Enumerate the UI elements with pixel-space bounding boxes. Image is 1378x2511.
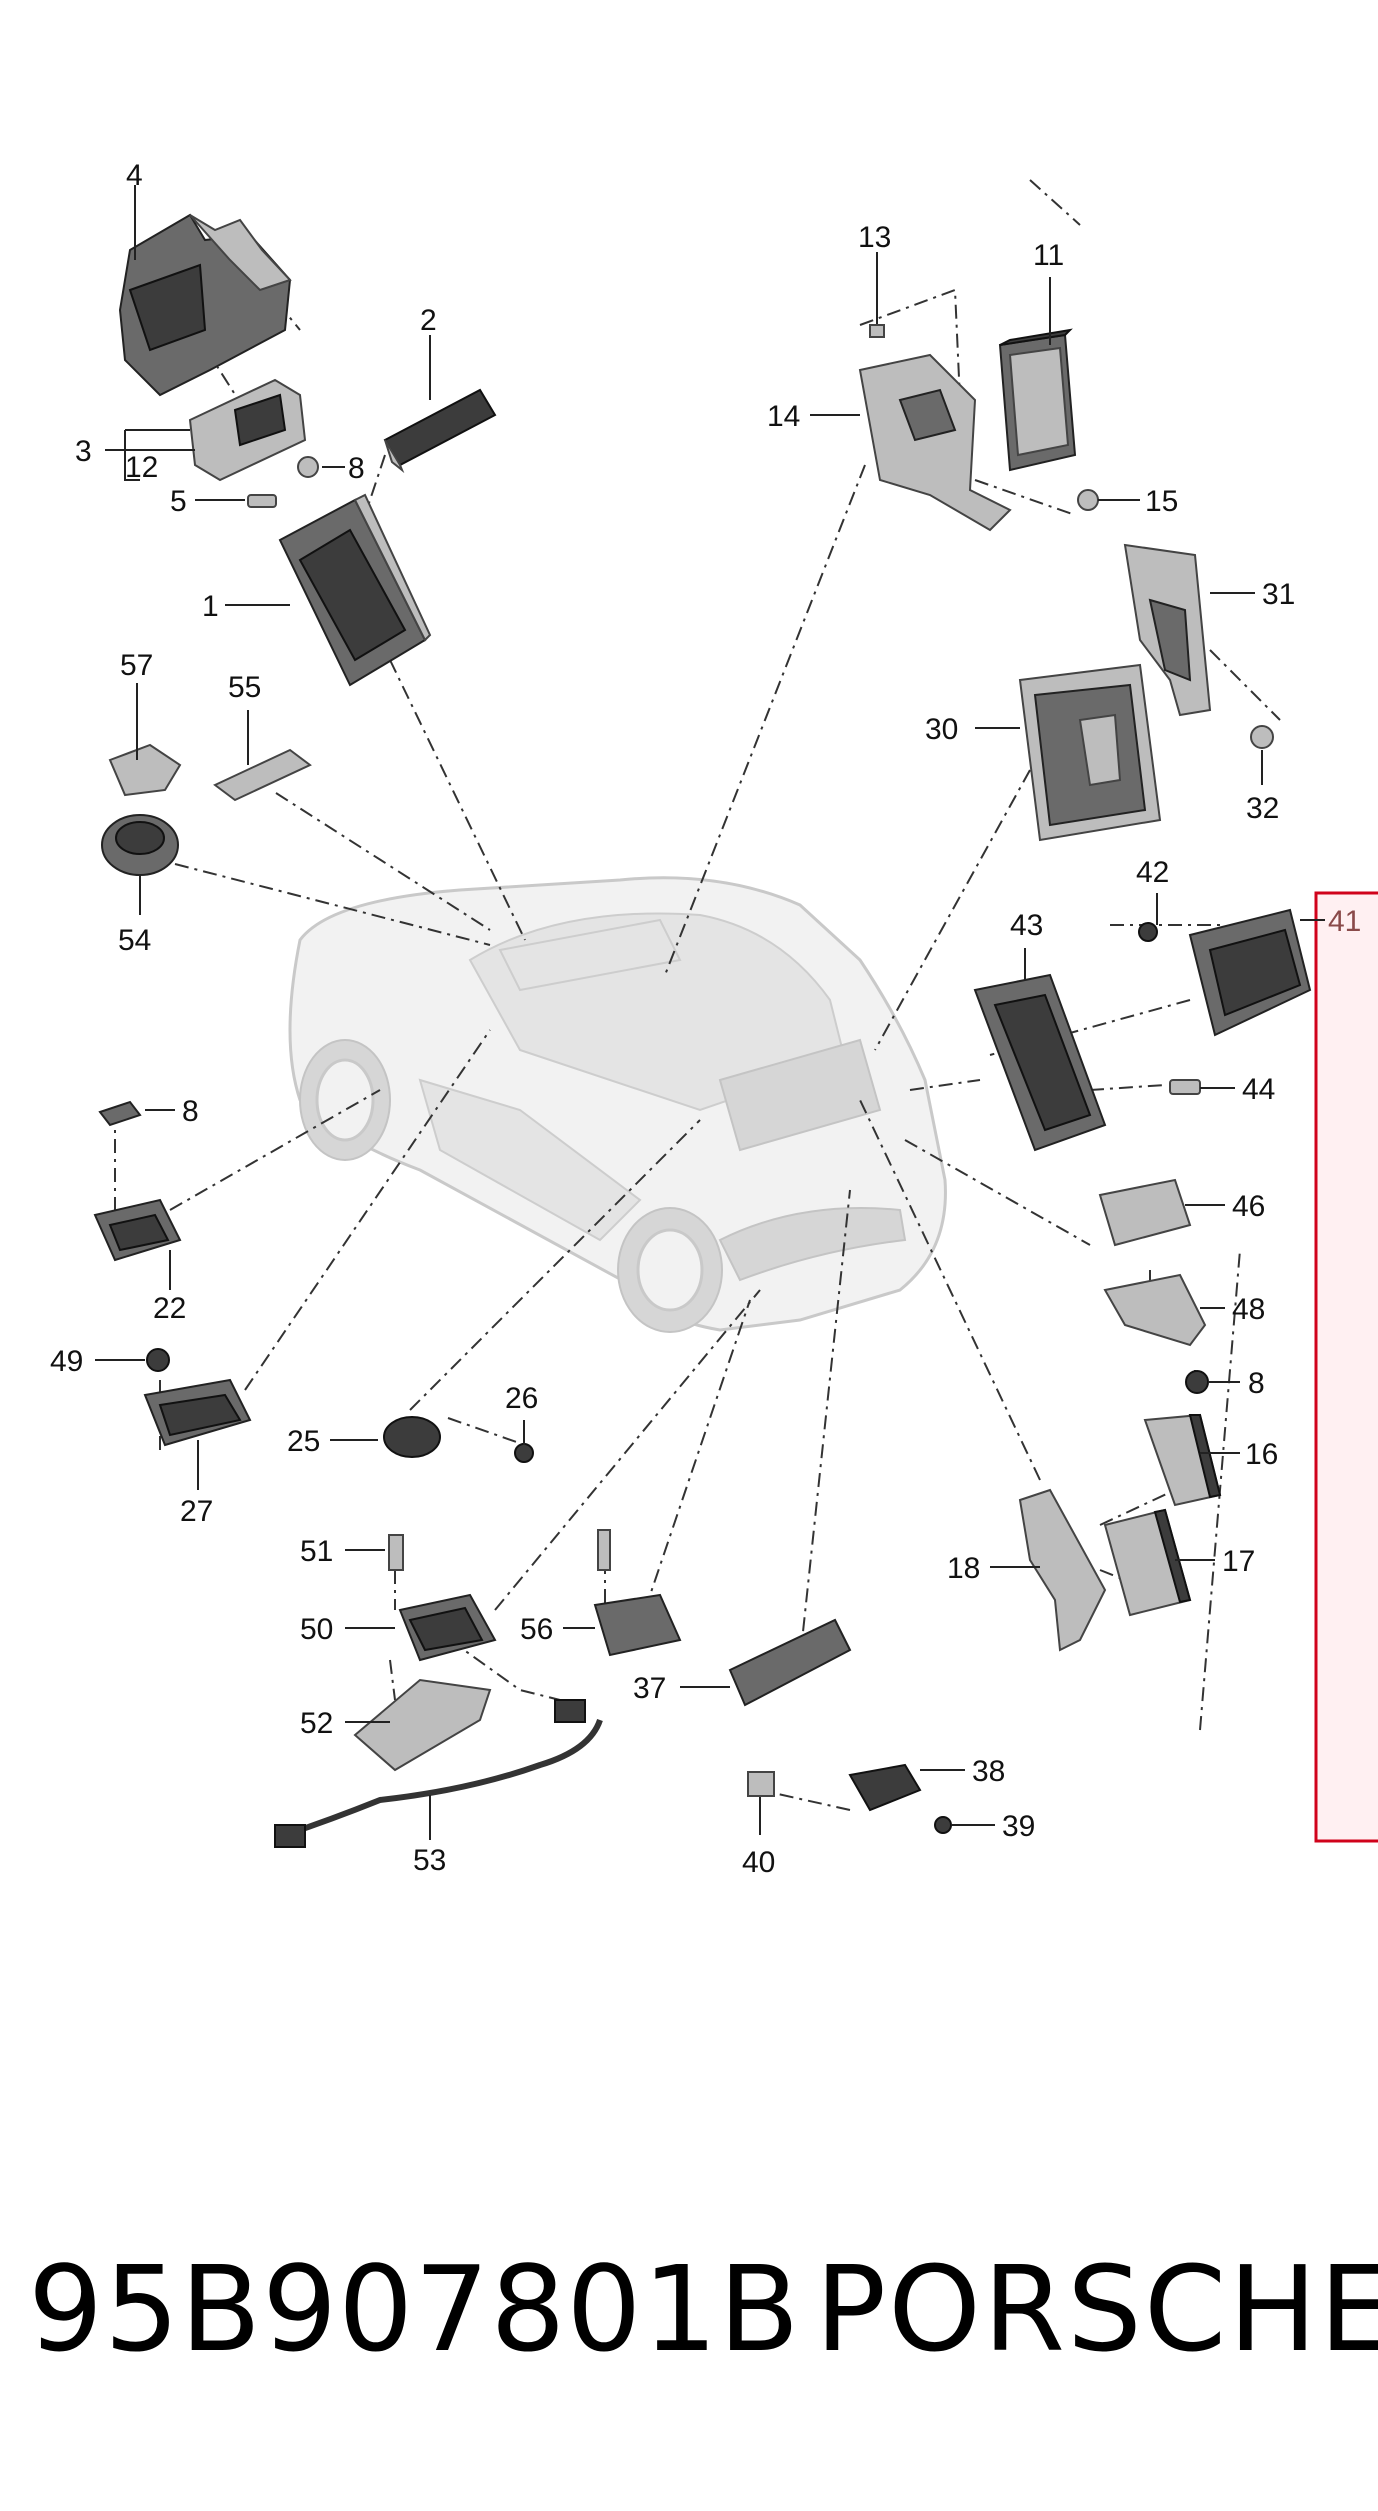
callout-42: 42 xyxy=(1136,856,1169,889)
callout-54: 54 xyxy=(118,924,151,957)
callout-55: 55 xyxy=(228,671,261,704)
part-5-screw xyxy=(247,494,277,508)
callout-labels: 4 2 3 12 8 5 1 13 11 14 15 31 30 32 57 5… xyxy=(50,159,1361,1879)
callout-31: 31 xyxy=(1262,578,1295,611)
part-38-sensor xyxy=(848,1763,922,1812)
part-39-screw xyxy=(934,1816,952,1834)
callout-39: 39 xyxy=(1002,1810,1035,1843)
part-25-sensor xyxy=(383,1416,441,1458)
callout-17: 17 xyxy=(1222,1545,1255,1578)
callout-16: 16 xyxy=(1245,1438,1278,1471)
part-49-screw xyxy=(146,1348,170,1372)
callout-3: 3 xyxy=(75,435,92,468)
callout-37: 37 xyxy=(633,1672,666,1705)
callout-32: 32 xyxy=(1246,792,1279,825)
part-55-sensor xyxy=(213,748,312,802)
part-41-unit xyxy=(1188,908,1312,1037)
part-31-bracket xyxy=(1123,543,1212,717)
part-40-clip xyxy=(747,1771,775,1797)
part-15-nut xyxy=(1077,489,1099,511)
callout-26: 26 xyxy=(505,1382,538,1415)
callout-25: 25 xyxy=(287,1425,320,1458)
callout-8-left: 8 xyxy=(182,1095,199,1128)
part-18-bracket xyxy=(1018,1488,1107,1652)
callout-12: 12 xyxy=(125,451,158,484)
highlight-box-part-41 xyxy=(1314,891,1378,1843)
callout-8-right: 8 xyxy=(1248,1367,1265,1400)
part-52-bracket xyxy=(353,1678,492,1772)
callout-1: 1 xyxy=(202,590,219,623)
callout-43: 43 xyxy=(1010,909,1043,942)
callout-50: 50 xyxy=(300,1613,333,1646)
part-8-nut-top xyxy=(297,456,319,478)
callout-8-top: 8 xyxy=(348,452,365,485)
part-32-nut xyxy=(1250,725,1274,749)
callout-41: 41 xyxy=(1328,905,1361,938)
part-56-module xyxy=(593,1529,682,1657)
part-26-nut xyxy=(514,1443,534,1463)
part-37-strip xyxy=(728,1618,852,1707)
callout-2: 2 xyxy=(420,304,437,337)
callout-5: 5 xyxy=(170,485,187,518)
footer: 95B907801B PORSCHE xyxy=(0,2240,1378,2380)
callout-44: 44 xyxy=(1242,1073,1275,1106)
callout-57: 57 xyxy=(120,649,153,682)
part-53-cable xyxy=(274,1699,603,1848)
callout-46: 46 xyxy=(1232,1190,1265,1223)
part-54-horn xyxy=(101,814,179,876)
car-illustration xyxy=(288,876,947,1333)
part-number: 95B907801B xyxy=(28,2240,801,2378)
callout-48: 48 xyxy=(1232,1293,1265,1326)
part-16-block xyxy=(1143,1413,1222,1507)
part-2-strip xyxy=(383,388,497,474)
part-11-module xyxy=(998,328,1077,472)
part-14-bracket xyxy=(858,353,1012,532)
callout-27: 27 xyxy=(180,1495,213,1528)
callout-4: 4 xyxy=(126,159,143,192)
part-3-bracket xyxy=(188,378,307,482)
part-42-screw xyxy=(1138,922,1158,942)
part-51-bolt xyxy=(388,1534,404,1571)
callout-56: 56 xyxy=(520,1613,553,1646)
callout-38: 38 xyxy=(972,1755,1005,1788)
part-46-module xyxy=(1098,1178,1192,1247)
callout-22: 22 xyxy=(153,1292,186,1325)
callout-49: 49 xyxy=(50,1345,83,1378)
part-1-control-unit xyxy=(278,493,432,687)
callout-53: 53 xyxy=(413,1844,446,1877)
callout-30: 30 xyxy=(925,713,958,746)
callout-51: 51 xyxy=(300,1535,333,1568)
part-30-ecu xyxy=(1018,663,1162,842)
part-27-module xyxy=(143,1378,252,1447)
part-8-nut-right xyxy=(1185,1370,1209,1394)
part-43-module xyxy=(973,973,1107,1152)
callout-14: 14 xyxy=(767,400,800,433)
part-13-bolt xyxy=(869,280,885,338)
part-48-bracket xyxy=(1103,1273,1207,1347)
callout-52: 52 xyxy=(300,1707,333,1740)
callout-13: 13 xyxy=(858,221,891,254)
part-8-nut-left xyxy=(98,1100,142,1127)
callout-15: 15 xyxy=(1145,485,1178,518)
part-50-module xyxy=(398,1593,497,1662)
callout-40: 40 xyxy=(742,1846,775,1879)
callout-11: 11 xyxy=(1033,239,1064,272)
brand-name: PORSCHE xyxy=(815,2240,1378,2378)
callout-18: 18 xyxy=(947,1552,980,1585)
part-17-block xyxy=(1103,1508,1192,1617)
part-22-module xyxy=(93,1198,182,1262)
part-4-housing xyxy=(118,213,292,397)
part-44-screw xyxy=(1169,1079,1201,1095)
leader-lines xyxy=(95,185,1325,1840)
part-57-clip xyxy=(108,743,182,797)
